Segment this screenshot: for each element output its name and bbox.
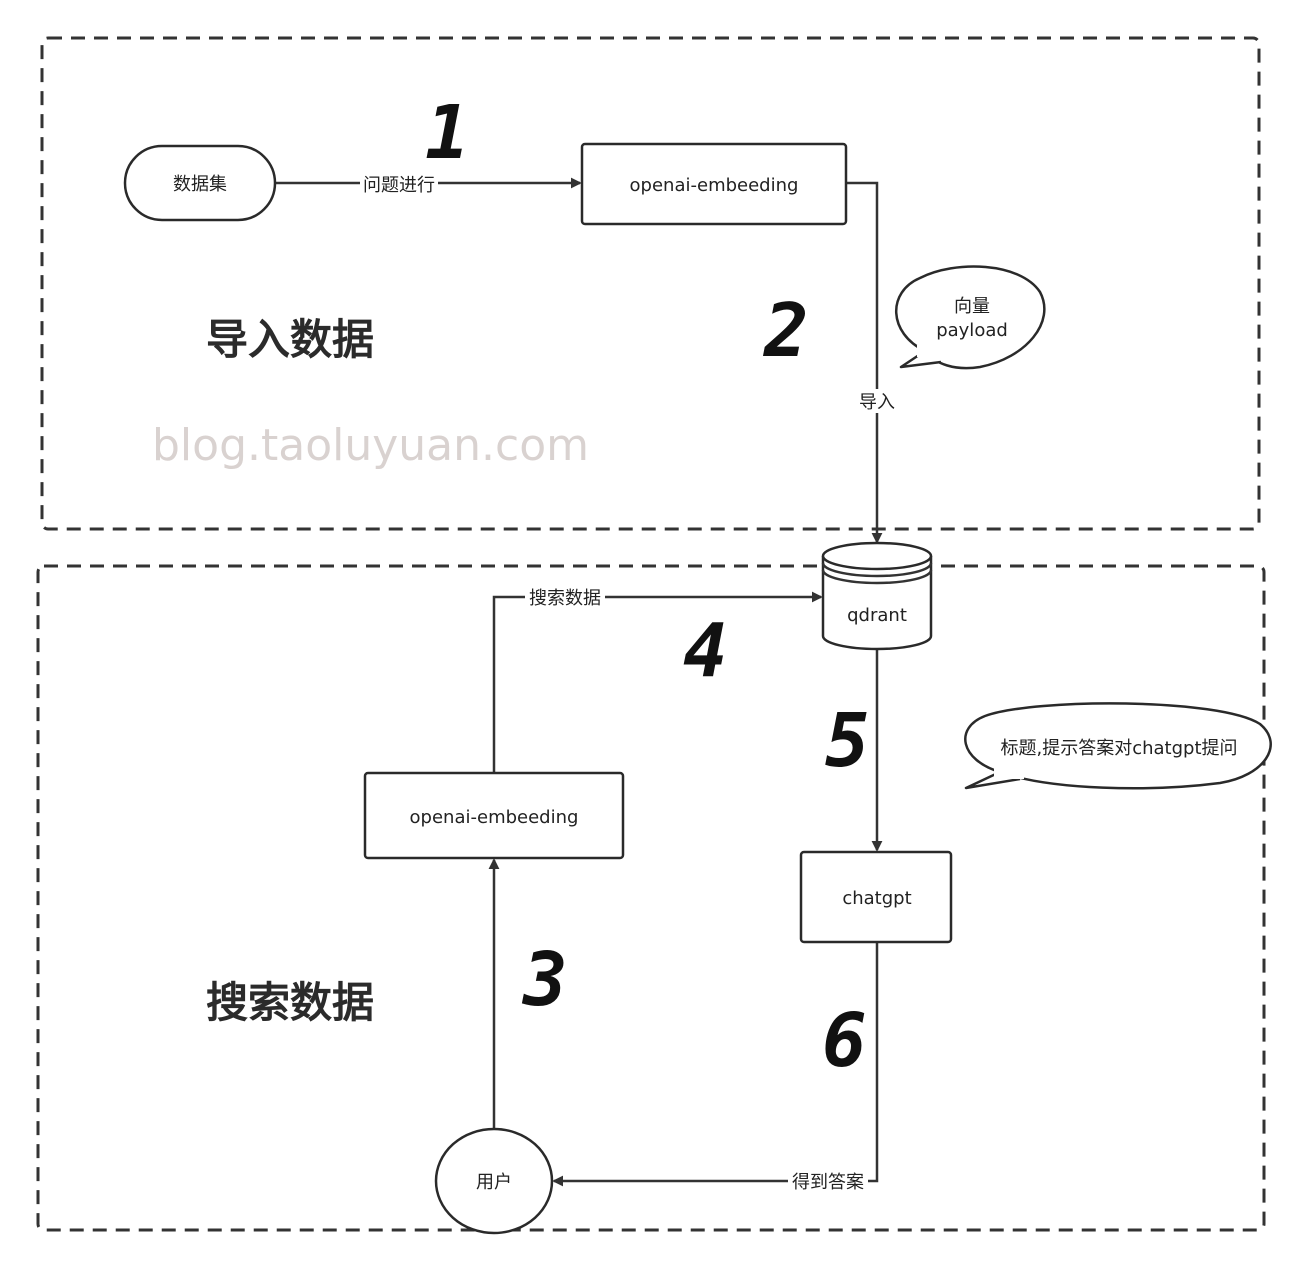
svg-text:问题进行: 问题进行: [363, 175, 435, 196]
vector-payload-callout: 向量 payload: [895, 265, 1046, 370]
svg-text:得到答案: 得到答案: [792, 1172, 864, 1193]
database-ring-1: [821, 562, 933, 578]
svg-text:用户: 用户: [476, 1172, 512, 1193]
dataset-node: 数据集: [123, 144, 277, 222]
database-ring-2: [821, 569, 933, 585]
step-number-6: 6: [822, 998, 867, 1084]
qdrant-database-node: qdrant: [821, 541, 933, 651]
edge-label-answer: 得到答案: [788, 1169, 868, 1193]
edge-chatgpt-to-user: [552, 943, 879, 1187]
step-number-3: 3: [521, 937, 568, 1023]
step-number-1: 1: [425, 90, 470, 176]
svg-text:导入: 导入: [859, 392, 895, 413]
step-number-2: 2: [762, 288, 809, 374]
svg-text:openai-embeeding: openai-embeeding: [410, 807, 579, 828]
embedding-node-top: openai-embeeding: [580, 142, 848, 226]
search-section-frame: [36, 564, 1266, 1232]
svg-text:数据集: 数据集: [173, 174, 227, 195]
svg-text:openai-embeeding: openai-embeeding: [630, 175, 799, 196]
chatgpt-node: chatgpt: [799, 850, 953, 944]
svg-text:chatgpt: chatgpt: [842, 888, 911, 909]
watermark-text: blog.taoluyuan.com: [152, 420, 589, 471]
edge-embedding-to-qdrant: [846, 181, 883, 544]
svg-text:payload: payload: [936, 320, 1008, 341]
edge-label-import: 导入: [855, 389, 899, 413]
search-section-title: 搜索数据: [206, 978, 374, 1027]
svg-text:向量: 向量: [954, 296, 990, 317]
step-number-4: 4: [683, 608, 728, 694]
embedding-node-bottom: openai-embeeding: [363, 771, 625, 860]
import-section-title: 导入数据: [206, 315, 374, 364]
import-section-frame: [40, 36, 1261, 531]
edge-label-question: 问题进行: [360, 172, 438, 196]
step-number-5: 5: [825, 698, 870, 784]
svg-text:标题,提示答案对chatgpt提问: 标题,提示答案对chatgpt提问: [1000, 738, 1237, 759]
edge-label-search: 搜索数据: [525, 585, 605, 609]
user-node: 用户: [434, 1127, 554, 1235]
svg-text:搜索数据: 搜索数据: [529, 588, 601, 609]
edge-embedding-to-qdrant-search: [492, 591, 823, 772]
svg-text:qdrant: qdrant: [847, 605, 907, 626]
prompt-callout: 标题,提示答案对chatgpt提问: [964, 702, 1272, 790]
